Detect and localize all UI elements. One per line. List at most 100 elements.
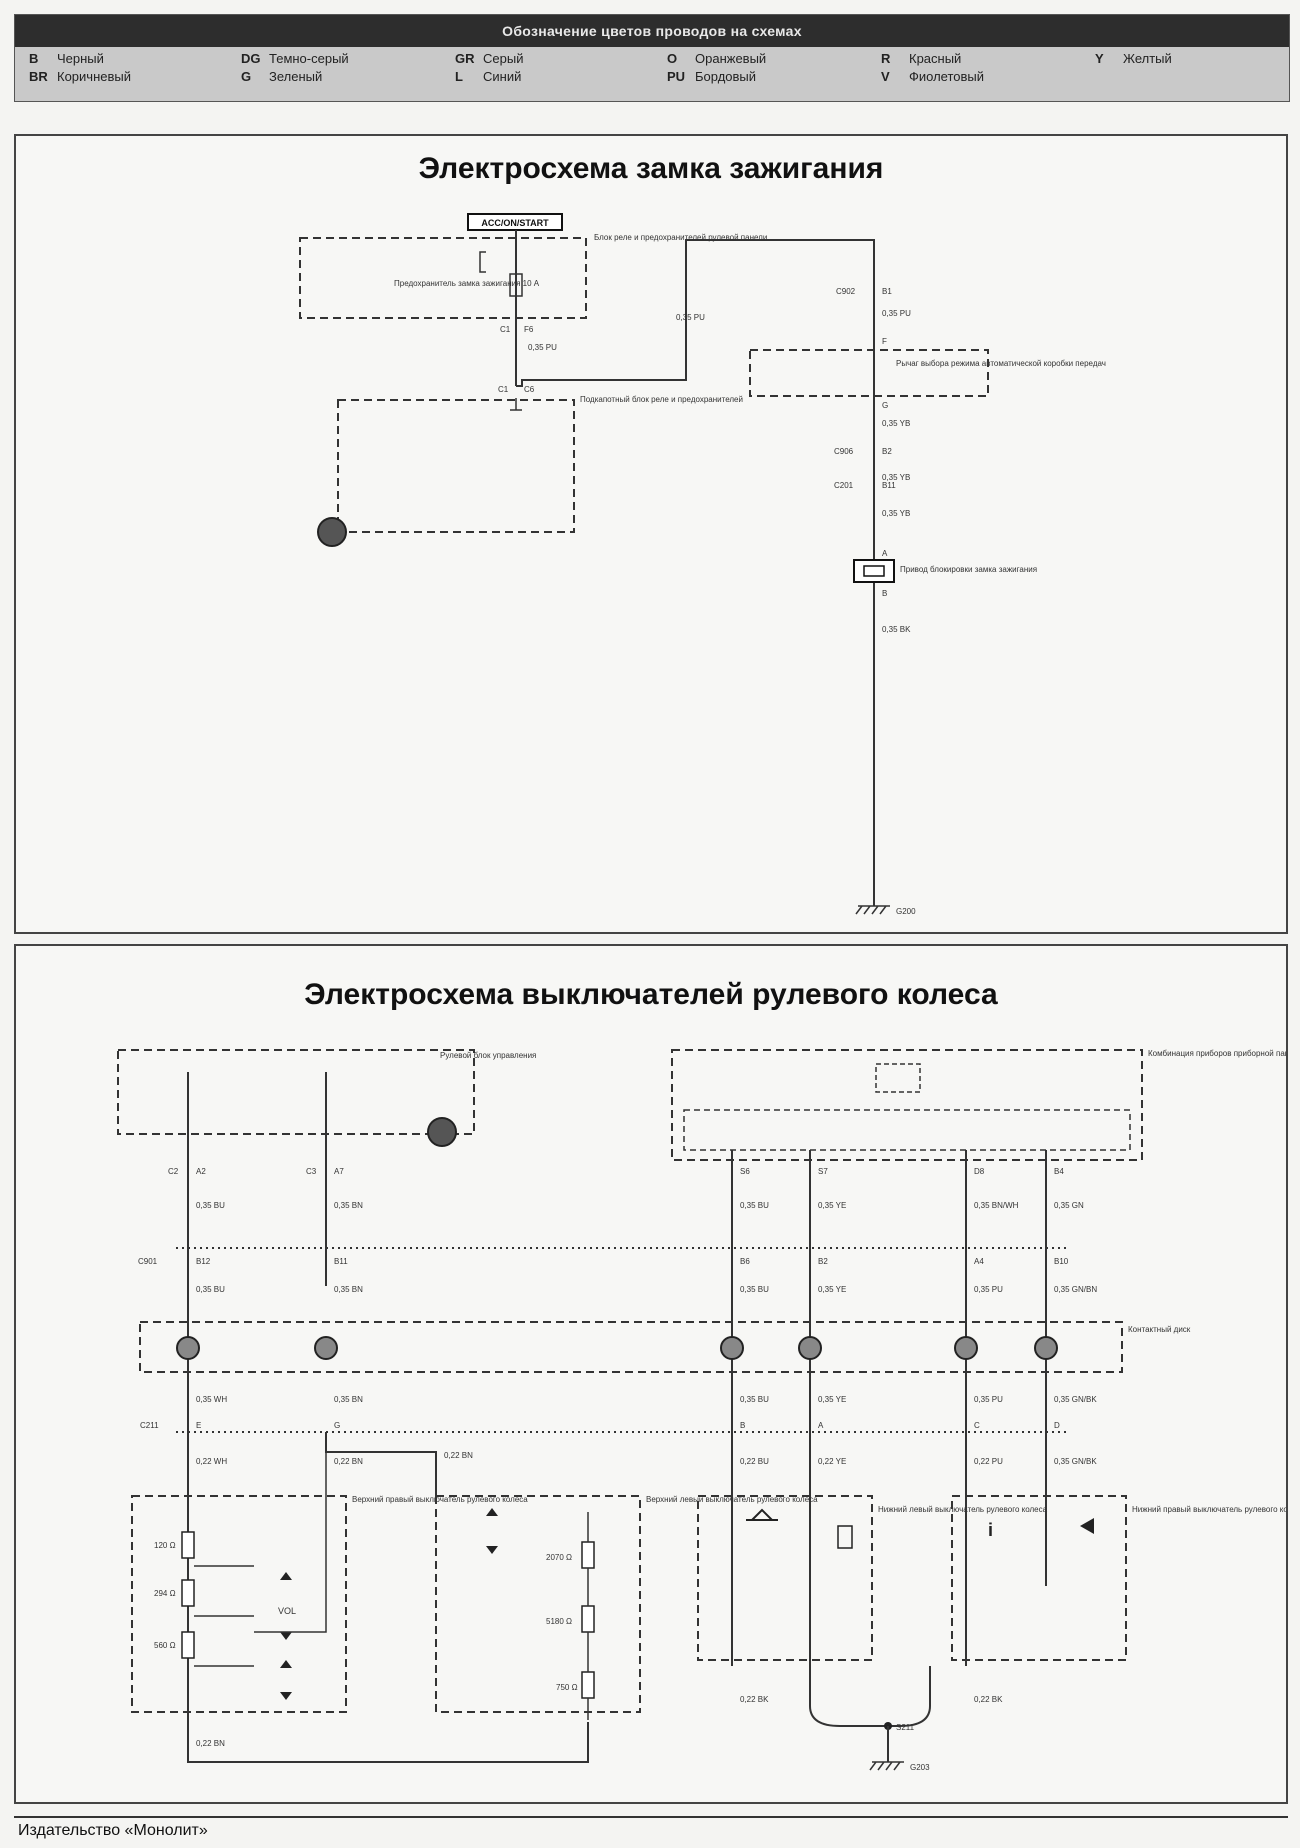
wire bbox=[510, 398, 522, 411]
ground-label: G200 bbox=[896, 907, 916, 916]
diagram-label: 0,35 BN bbox=[334, 1285, 363, 1294]
fuse-block-outline bbox=[299, 237, 587, 319]
diagram-label: D8 bbox=[974, 1167, 985, 1176]
diagram-label: 0,35 BU bbox=[196, 1201, 225, 1210]
wire bbox=[731, 1486, 811, 1666]
wire-label: 0,35 YB bbox=[882, 509, 910, 518]
wire-label: 0,35 YB bbox=[882, 473, 910, 482]
diagram-label: E bbox=[196, 1421, 201, 1430]
ground-icon bbox=[855, 905, 890, 915]
arrow-icon bbox=[280, 1572, 292, 1700]
diagram-label: S7 bbox=[818, 1167, 828, 1176]
left-front-switch-outline bbox=[435, 1495, 641, 1713]
diagram-label: A bbox=[818, 1421, 824, 1430]
diagram-label: B bbox=[740, 1421, 745, 1430]
clockspring-outline bbox=[139, 1321, 1123, 1373]
lower-right-switch-outline bbox=[951, 1495, 1127, 1661]
diagram-label: C211 bbox=[140, 1421, 159, 1430]
diagram-label: 0,35 BN/WH bbox=[974, 1201, 1019, 1210]
switch-icon bbox=[837, 1525, 853, 1549]
diagram-label: 0,22 BN bbox=[334, 1457, 363, 1466]
diagram-shape bbox=[181, 1631, 195, 1659]
diagram-label: A7 bbox=[334, 1167, 344, 1176]
diagram-label: 0,22 BK bbox=[974, 1695, 1003, 1704]
wire-label: 0,35 PU bbox=[528, 343, 557, 352]
diagram-label: 0,22 BN bbox=[196, 1739, 225, 1748]
lower-right-label: Нижний правый выключатель рулевого колес… bbox=[1132, 1505, 1286, 1514]
diagram-label: A2 bbox=[196, 1167, 206, 1176]
diagram-label: 560 Ω bbox=[154, 1641, 176, 1650]
wire bbox=[516, 239, 875, 387]
info-icon: i bbox=[988, 1520, 993, 1540]
diagram-label: 0,35 BN bbox=[334, 1395, 363, 1404]
connector-label: F6 bbox=[524, 325, 534, 334]
right-front-label: Верхний правый выключатель рулевого коле… bbox=[352, 1495, 528, 1504]
diagram-label: 0,35 YE bbox=[818, 1395, 846, 1404]
diagram-label: C901 bbox=[138, 1257, 158, 1266]
selector-outline bbox=[749, 349, 989, 397]
connector-label: C906 bbox=[834, 447, 854, 456]
diagram-label: S211 bbox=[896, 1723, 915, 1732]
solenoid-icon bbox=[853, 559, 895, 583]
clockspring-label: Контактный диск bbox=[1128, 1325, 1191, 1334]
diagram-label: A4 bbox=[974, 1257, 984, 1266]
diagram-label: C bbox=[974, 1421, 980, 1430]
connector-label: B bbox=[882, 589, 887, 598]
lower-left-switch-outline bbox=[697, 1495, 873, 1661]
diagram-label: 0,35 BU bbox=[740, 1395, 769, 1404]
connector-label: C902 bbox=[836, 287, 856, 296]
wheel-control-outline bbox=[117, 1049, 475, 1135]
diagram-shape bbox=[683, 1109, 1131, 1151]
diagram-shape bbox=[581, 1541, 595, 1569]
diagram-label: 750 Ω bbox=[556, 1683, 578, 1692]
diagram-shape bbox=[875, 1063, 921, 1093]
ignition-diagram-svg: ACC/ON/START Блок реле и предохранителей… bbox=[299, 213, 1106, 916]
diagram-label: 0,35 WH bbox=[196, 1395, 227, 1404]
diagram-shape bbox=[581, 1671, 595, 1699]
ground-label: G203 bbox=[910, 1763, 930, 1772]
wire bbox=[194, 1432, 327, 1667]
diagram-label: D bbox=[1054, 1421, 1060, 1430]
ignition-diagram-title: Электросхема замка зажигания bbox=[418, 152, 884, 185]
underhood-block-outline bbox=[337, 399, 575, 533]
diagram-label: B6 bbox=[740, 1257, 750, 1266]
control-module-icon bbox=[317, 517, 347, 547]
diagram-label: G bbox=[334, 1421, 340, 1430]
diagram-label: 0,35 BU bbox=[196, 1285, 225, 1294]
diagram-label: 0,35 BN bbox=[334, 1201, 363, 1210]
footer-divider bbox=[14, 1816, 1288, 1818]
diagram-shape bbox=[863, 565, 885, 577]
diagram-shape bbox=[954, 1336, 978, 1360]
arrow-icon bbox=[1080, 1518, 1094, 1534]
steering-diagram-svg: Рулевой блок управления Комбинация прибо… bbox=[117, 1049, 1286, 1772]
steering-diagram-panel: Электросхема выключателей рулевого колес… bbox=[14, 944, 1288, 1804]
diagram-label: 0,22 BU bbox=[740, 1457, 769, 1466]
diagram-label: 0,22 PU bbox=[974, 1457, 1003, 1466]
wire-label: 0,35 BK bbox=[882, 625, 911, 634]
diagram-label: B11 bbox=[334, 1257, 348, 1266]
diagram-label: 0,22 BN bbox=[444, 1451, 473, 1460]
diagram-label: 0,35 BU bbox=[740, 1285, 769, 1294]
right-front-switch-outline bbox=[131, 1495, 347, 1713]
diagram-label: 0,35 YE bbox=[818, 1201, 846, 1210]
wire bbox=[965, 1486, 1047, 1666]
diagram-label: 0,35 PU bbox=[974, 1285, 1003, 1294]
steering-diagram-title: Электросхема выключателей рулевого колес… bbox=[304, 978, 998, 1011]
diagram-label: 0,35 GN/BK bbox=[1054, 1457, 1097, 1466]
cluster-outline bbox=[671, 1049, 1143, 1161]
connector-label: C1 bbox=[498, 385, 509, 394]
diagram-label: 0,35 GN/BN bbox=[1054, 1285, 1097, 1294]
fuse-label: Предохранитель замка зажигания 10 А bbox=[394, 279, 540, 288]
ground-icon bbox=[869, 1761, 904, 1771]
diagram-label: 120 Ω bbox=[154, 1541, 176, 1550]
diagram-label: 0,35 PU bbox=[974, 1395, 1003, 1404]
